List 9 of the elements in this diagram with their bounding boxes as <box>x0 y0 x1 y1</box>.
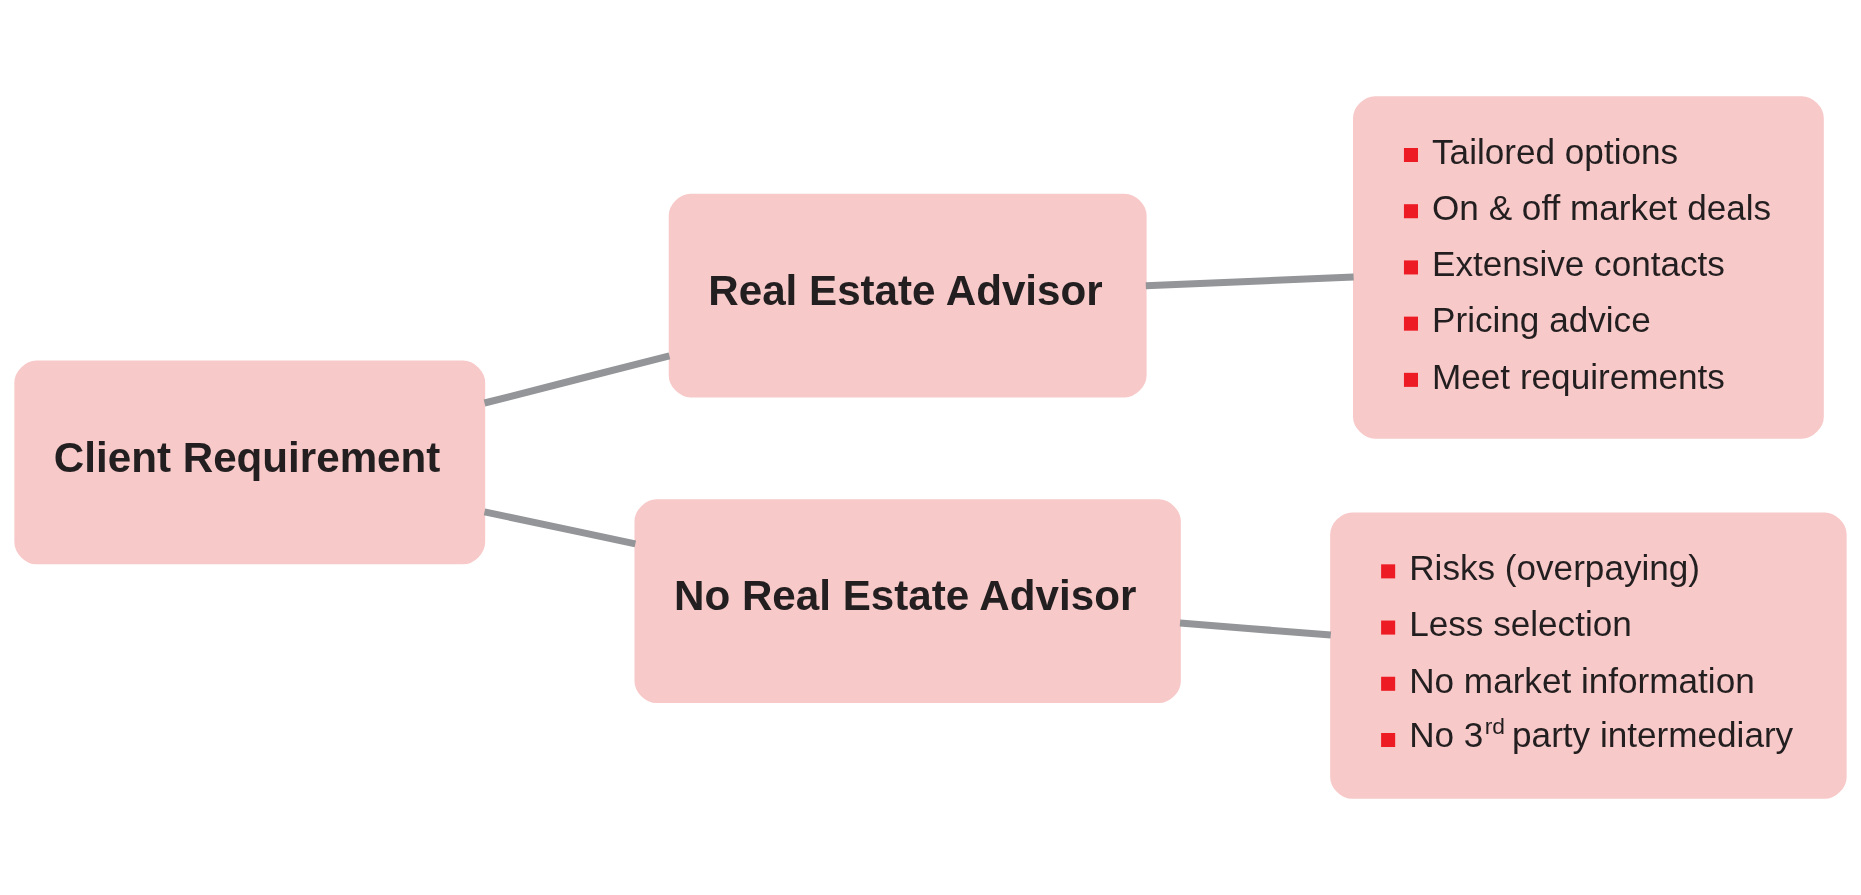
connector <box>1179 619 1332 639</box>
connector <box>483 352 671 407</box>
node-box: Client Requirement <box>14 360 486 565</box>
node-box: Real Estate Advisor <box>668 193 1147 398</box>
node-box: Tailored options On & off market deals Extensive contacts Pricing advice Meet requirements <box>1353 96 1824 439</box>
connector <box>1145 273 1354 290</box>
node-box: Risks (overpaying) Less selection No market information No 3$^{rd}$ party intermediary <box>1330 512 1847 799</box>
connector <box>483 508 637 548</box>
node-box: No Real Estate Advisor <box>634 499 1181 704</box>
